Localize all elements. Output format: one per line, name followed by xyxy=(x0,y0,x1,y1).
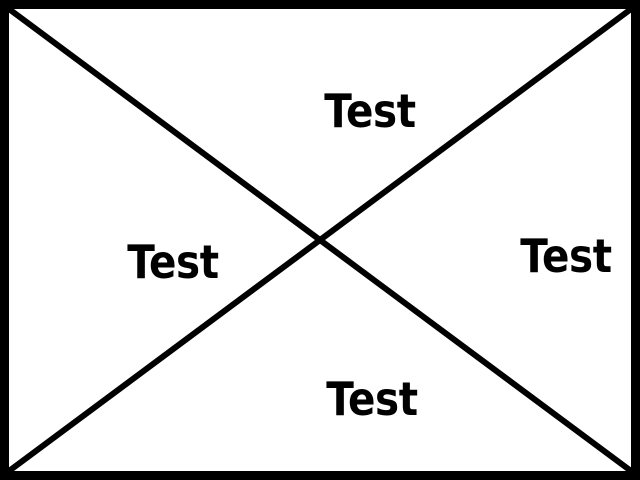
label-right-text: Test xyxy=(520,229,612,283)
label-bottom-text: Test xyxy=(326,372,418,426)
diagonal-bottom-left-to-top-right xyxy=(7,6,633,474)
label-top-text: Test xyxy=(324,84,416,138)
label-left-text: Test xyxy=(127,235,219,289)
